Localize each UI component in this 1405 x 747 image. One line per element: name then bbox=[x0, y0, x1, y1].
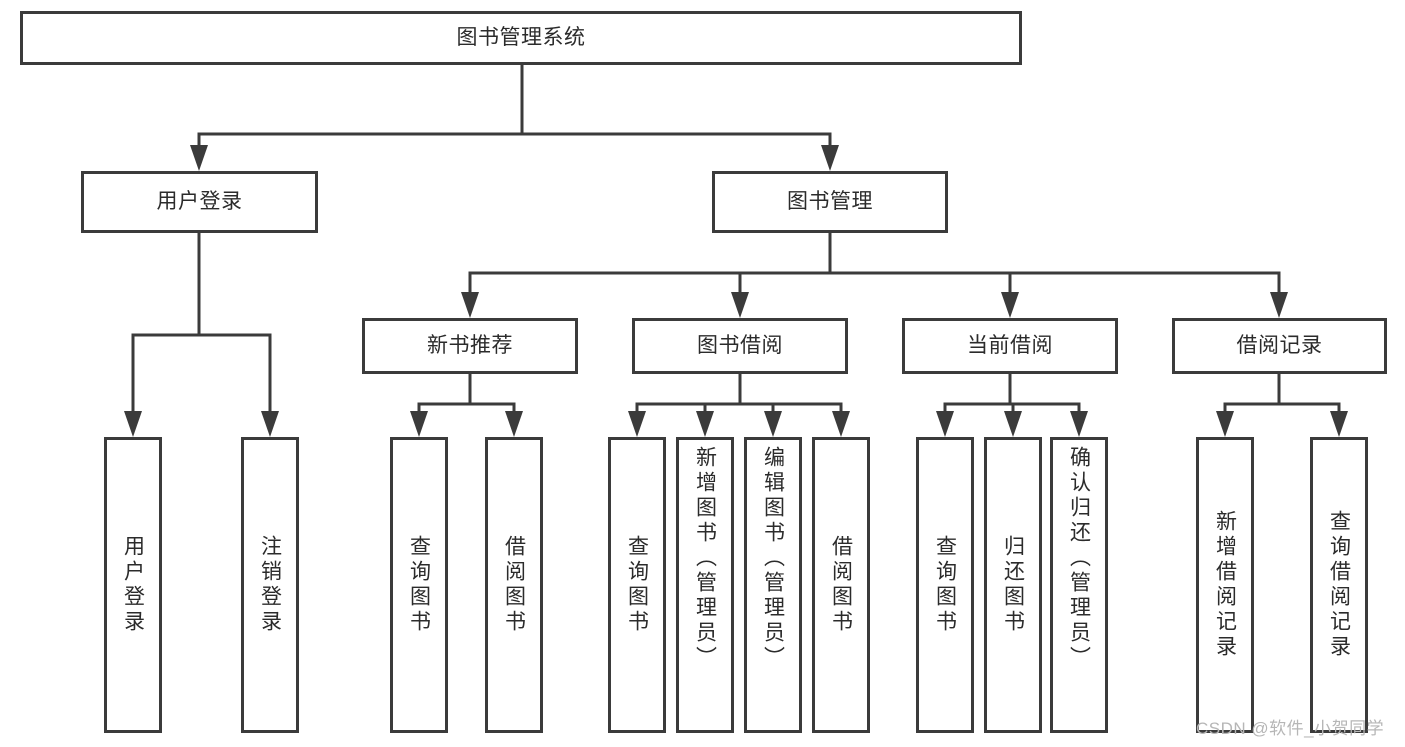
node-label: 借阅图书 bbox=[502, 535, 526, 635]
leaf-label-wrap: 归还图书 bbox=[987, 440, 1039, 730]
node-label: 注销登录 bbox=[258, 535, 282, 635]
node-leaf-edit-book[interactable]: 编辑图书（管理员） bbox=[744, 437, 802, 733]
node-label: 新书推荐 bbox=[427, 334, 513, 358]
node-leaf-query-book-1[interactable]: 查询图书 bbox=[390, 437, 448, 733]
leaf-label-wrap: 确认归还（管理员） bbox=[1053, 440, 1105, 730]
node-user-login[interactable]: 用户登录 bbox=[81, 171, 318, 233]
node-label: 当前借阅 bbox=[967, 334, 1053, 358]
node-label: 图书管理系统 bbox=[456, 26, 586, 50]
node-label: 用户登录 bbox=[156, 190, 243, 214]
node-leaf-query-book-3[interactable]: 查询图书 bbox=[916, 437, 974, 733]
node-label: 查询借阅记录 bbox=[1327, 510, 1351, 660]
node-label: 查询图书 bbox=[933, 535, 957, 635]
node-new-book-recommend[interactable]: 新书推荐 bbox=[362, 318, 578, 374]
node-label: 新增图书（管理员） bbox=[693, 446, 717, 671]
node-leaf-confirm-return[interactable]: 确认归还（管理员） bbox=[1050, 437, 1108, 733]
leaf-label-wrap: 借阅图书 bbox=[815, 440, 867, 730]
leaf-label-wrap: 用户登录 bbox=[107, 440, 159, 730]
csdn-watermark: CSDN @软件_小贺同学 bbox=[1196, 719, 1385, 738]
node-leaf-logout[interactable]: 注销登录 bbox=[241, 437, 299, 733]
node-label: 新增借阅记录 bbox=[1213, 510, 1237, 660]
node-label: 编辑图书（管理员） bbox=[761, 446, 785, 671]
node-label: 查询图书 bbox=[625, 535, 649, 635]
node-label: 图书借阅 bbox=[697, 334, 783, 358]
node-label: 借阅记录 bbox=[1236, 334, 1323, 358]
node-leaf-return-book[interactable]: 归还图书 bbox=[984, 437, 1042, 733]
leaf-label-wrap: 借阅图书 bbox=[488, 440, 540, 730]
node-book-borrow[interactable]: 图书借阅 bbox=[632, 318, 848, 374]
node-root-book-management-system[interactable]: 图书管理系统 bbox=[20, 11, 1022, 65]
node-current-borrow[interactable]: 当前借阅 bbox=[902, 318, 1118, 374]
node-leaf-user-login[interactable]: 用户登录 bbox=[104, 437, 162, 733]
leaf-label-wrap: 新增图书（管理员） bbox=[679, 440, 731, 730]
node-leaf-add-book[interactable]: 新增图书（管理员） bbox=[676, 437, 734, 733]
node-label: 用户登录 bbox=[121, 535, 145, 635]
node-borrow-record[interactable]: 借阅记录 bbox=[1172, 318, 1387, 374]
node-leaf-query-book-2[interactable]: 查询图书 bbox=[608, 437, 666, 733]
leaf-label-wrap: 注销登录 bbox=[244, 440, 296, 730]
leaf-label-wrap: 查询借阅记录 bbox=[1313, 440, 1365, 730]
node-label: 确认归还（管理员） bbox=[1067, 446, 1091, 671]
node-leaf-query-record[interactable]: 查询借阅记录 bbox=[1310, 437, 1368, 733]
node-leaf-borrow-book-2[interactable]: 借阅图书 bbox=[812, 437, 870, 733]
leaf-label-wrap: 编辑图书（管理员） bbox=[747, 440, 799, 730]
node-label: 归还图书 bbox=[1001, 535, 1025, 635]
leaf-label-wrap: 查询图书 bbox=[611, 440, 663, 730]
leaf-label-wrap: 查询图书 bbox=[393, 440, 445, 730]
node-label: 查询图书 bbox=[407, 535, 431, 635]
node-leaf-borrow-book-1[interactable]: 借阅图书 bbox=[485, 437, 543, 733]
node-label: 借阅图书 bbox=[829, 535, 853, 635]
node-label: 图书管理 bbox=[787, 190, 873, 214]
node-book-management[interactable]: 图书管理 bbox=[712, 171, 948, 233]
leaf-label-wrap: 新增借阅记录 bbox=[1199, 440, 1251, 730]
leaf-label-wrap: 查询图书 bbox=[919, 440, 971, 730]
node-leaf-add-record[interactable]: 新增借阅记录 bbox=[1196, 437, 1254, 733]
